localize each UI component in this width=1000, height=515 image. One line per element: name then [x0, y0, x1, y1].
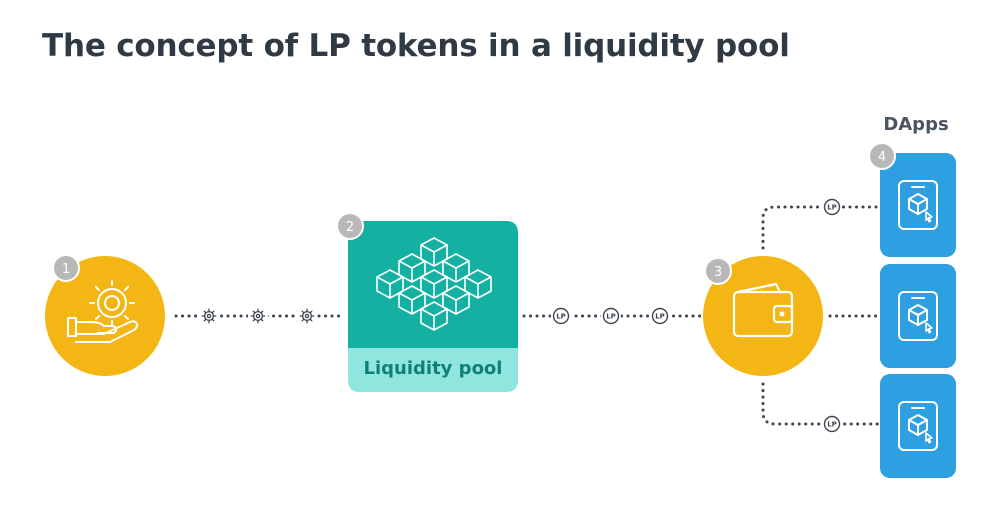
connector-wallet-dapp-3 — [761, 382, 882, 426]
lp-token-label: LP — [606, 313, 616, 321]
hand-gear-icon — [67, 280, 139, 343]
dapp-card — [880, 264, 956, 368]
liquidity-pool-node — [348, 221, 518, 392]
liquidity-pool-label: Liquidity pool — [363, 358, 503, 379]
step-badge-3: 3 — [704, 257, 732, 285]
lp-token-label: LP — [655, 313, 665, 321]
step-number: 4 — [878, 150, 886, 165]
lp-token-icon: LP — [650, 306, 670, 326]
dapp-card — [880, 374, 956, 478]
lp-token-icon: LP — [822, 197, 842, 217]
step-badge-4: 4 — [868, 142, 896, 170]
dapps-label: DApps — [883, 114, 949, 135]
wallet-icon — [732, 282, 794, 338]
lp-token-icon: LP — [601, 306, 621, 326]
wallet-node — [703, 256, 823, 376]
lp-token-label: LP — [827, 421, 837, 429]
liquidity-provider-node — [45, 256, 165, 376]
step-number: 1 — [62, 262, 70, 277]
step-number: 3 — [714, 265, 722, 280]
connector-wallet-dapp-1 — [761, 205, 882, 250]
step-number: 2 — [346, 220, 354, 235]
gear-token — [297, 306, 317, 326]
step-badge-1: 1 — [52, 254, 80, 282]
dapp-card — [880, 153, 956, 257]
gear-token — [248, 306, 268, 326]
lp-token-icon: LP — [551, 306, 571, 326]
lp-token-label: LP — [827, 204, 837, 212]
lp-token-icon: LP — [822, 414, 842, 434]
step-badge-2: 2 — [336, 212, 364, 240]
lp-token-label: LP — [556, 313, 566, 321]
page-title: The concept of LP tokens in a liquidity … — [42, 28, 790, 64]
gear-token — [199, 306, 219, 326]
